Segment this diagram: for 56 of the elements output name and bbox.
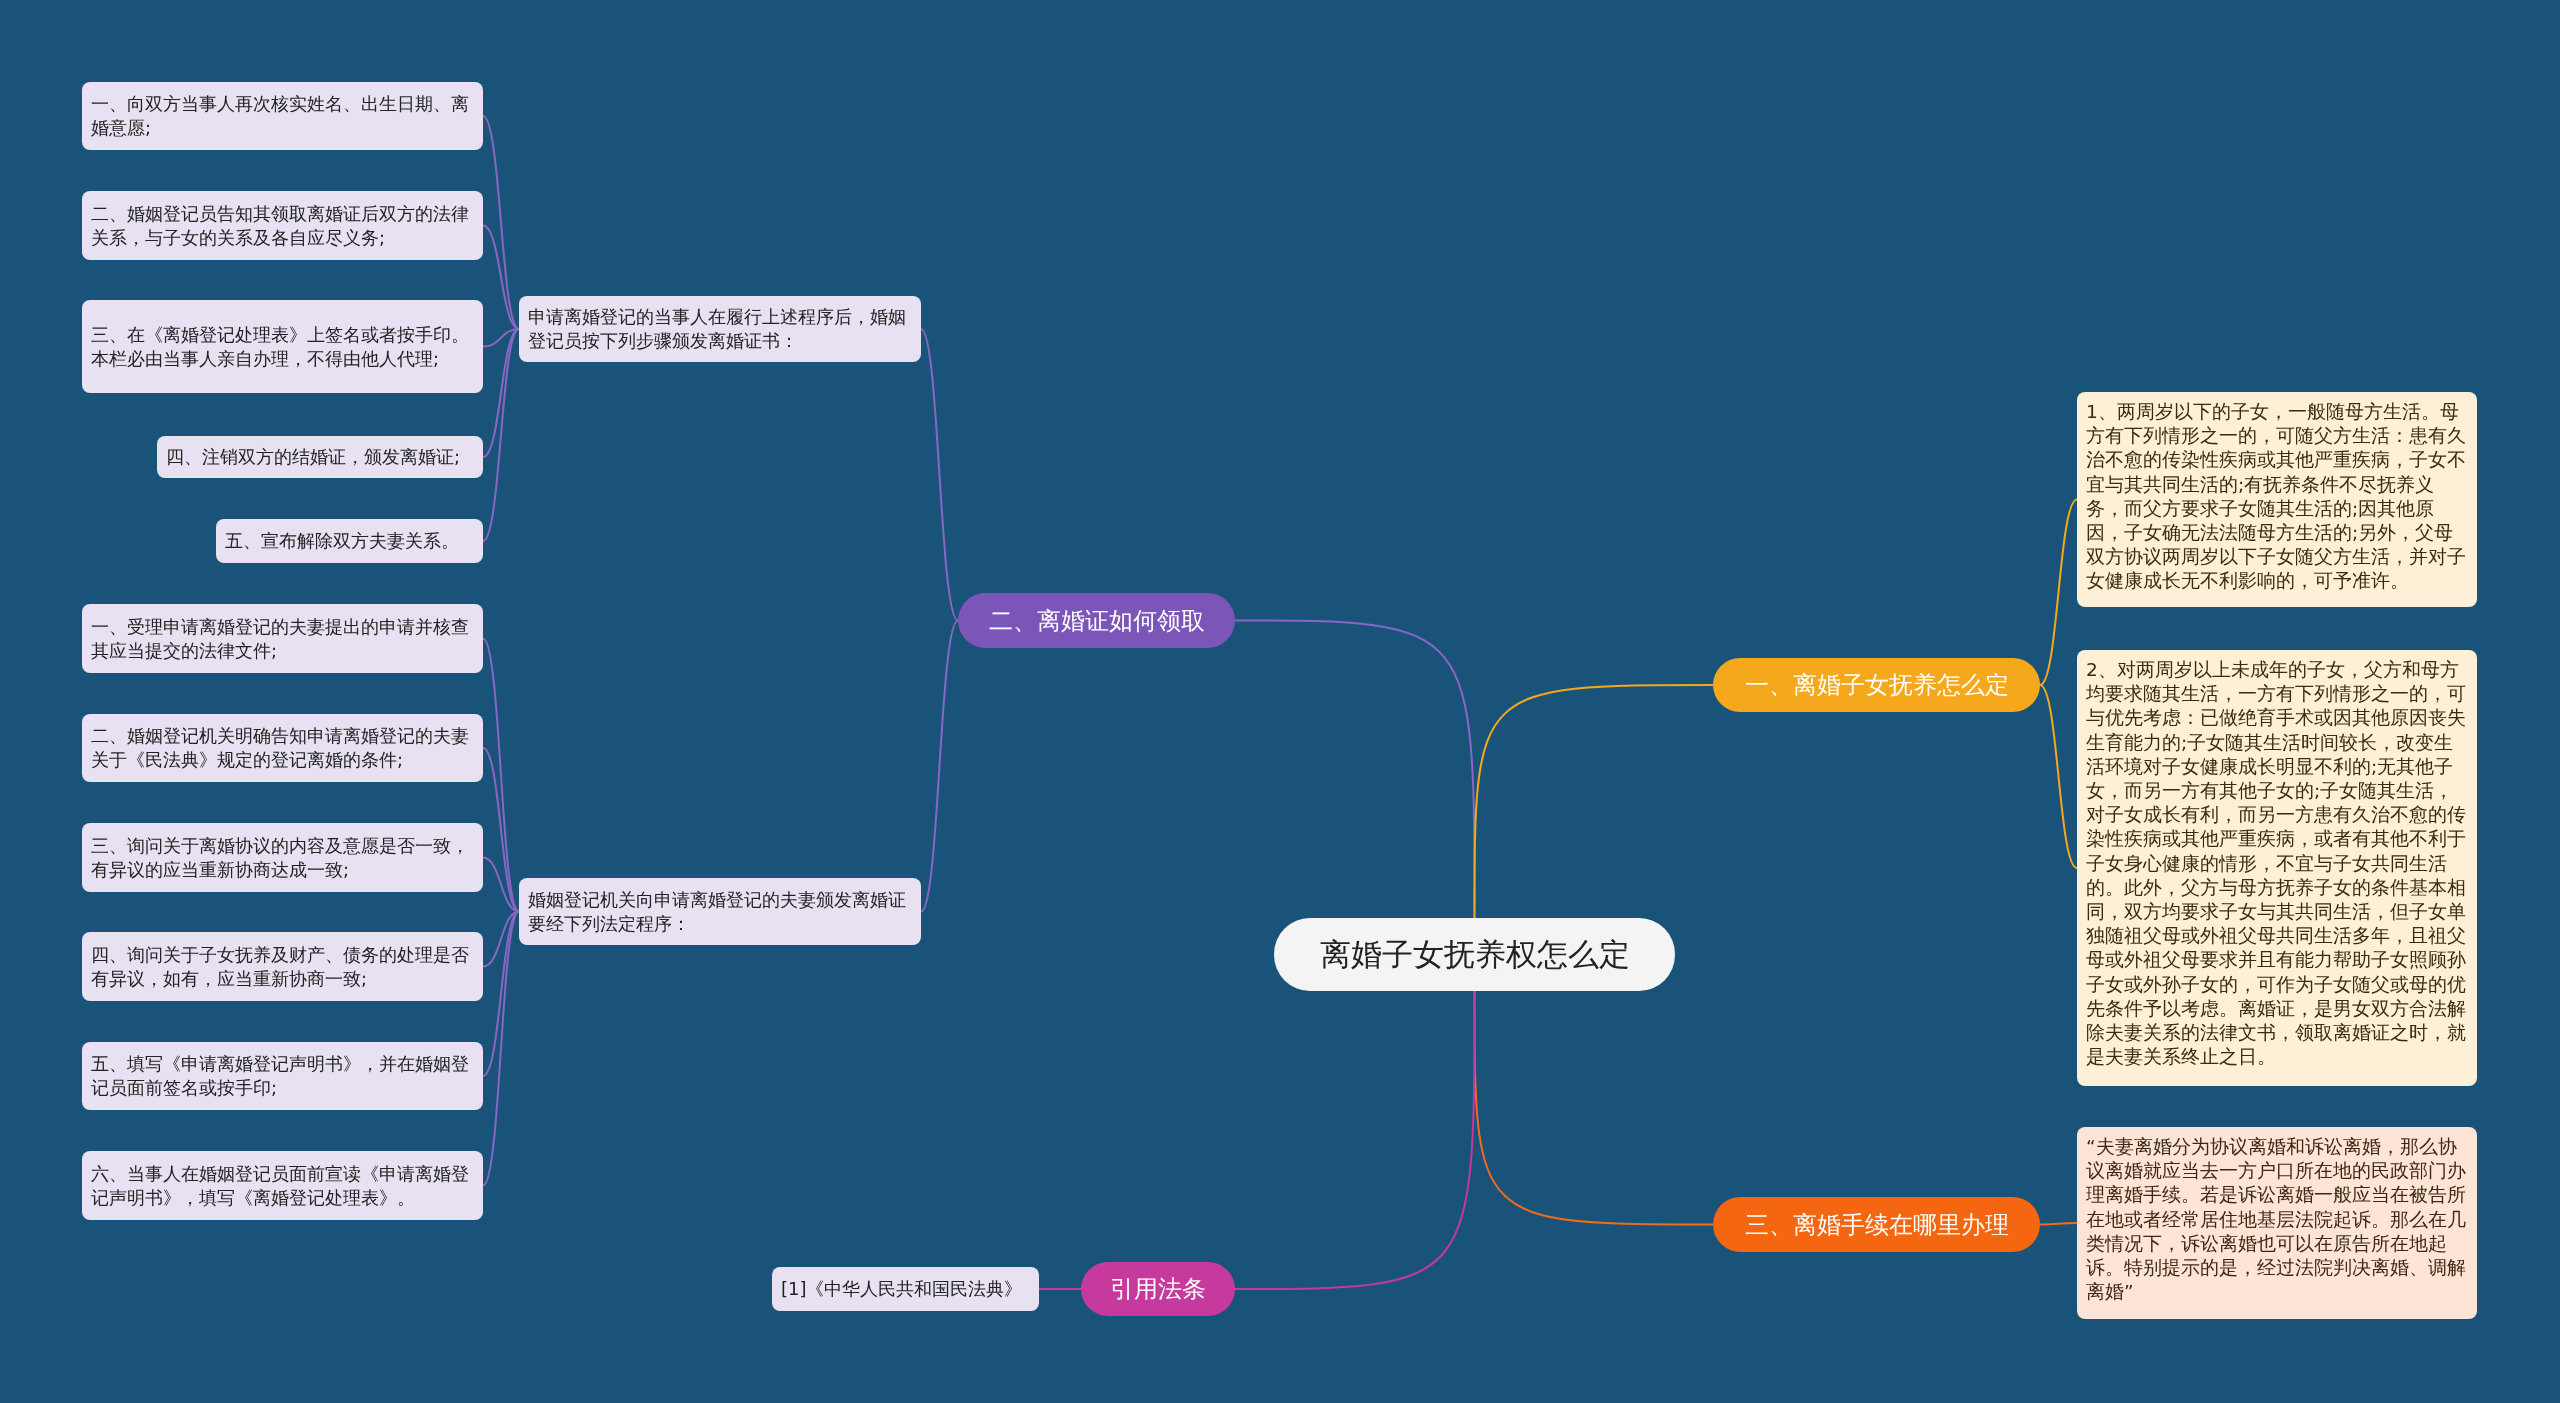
note-text: 四、询问关于子女抚养及财产、债务的处理是否有异议，如有，应当重新协商一致;: [91, 942, 470, 991]
note-text: 二、婚姻登记员告知其领取离婚证后双方的法律关系，与子女的关系及各自应尽义务;: [91, 201, 470, 250]
subtopic-box: [519, 296, 921, 362]
topic-text: 离婚子女抚养权怎么定: [1318, 934, 1631, 974]
topic-text: 引用法条: [1109, 1274, 1207, 1305]
note-text: 一、受理申请离婚登记的夫妻提出的申请并核查其应当提交的法律文件;: [91, 614, 470, 663]
note-text: 三、在《离婚登记处理表》上签名或者按手印。本栏必由当事人亲自办理，不得由他人代理;: [91, 322, 470, 371]
connector-line: [482, 224, 520, 330]
connector-line: [920, 619, 959, 913]
connector-line: [1234, 619, 1476, 919]
connector-line: [482, 910, 520, 1187]
connector-line: [1473, 684, 1714, 919]
connector-line: [1038, 1288, 1082, 1290]
note-text: 六、当事人在婚姻登记员面前宣读《申请离婚登记声明书》，填写《离婚登记处理表》。: [91, 1161, 470, 1210]
note-text: 二、婚姻登记机关明确告知申请离婚登记的夫妻关于《民法典》规定的登记离婚的条件;: [91, 724, 470, 772]
branch-topic: [1713, 658, 2040, 712]
connector-line: [920, 328, 959, 622]
connector-line: [482, 747, 520, 913]
note-text: 五、宣布解除双方夫妻关系。: [225, 529, 460, 553]
leaf-box: [82, 1042, 483, 1110]
note-text: 三、询问关于离婚协议的内容及意愿是否一致，有异议的应当重新协商达成一致;: [91, 833, 470, 882]
leaf-box: [772, 1267, 1039, 1311]
note-text: 婚姻登记机关向申请离婚登记的夫妻颁发离婚证要经下列法定程序：: [528, 887, 907, 936]
topic-text: 一、离婚子女抚养怎么定: [1743, 670, 2010, 701]
leaf-box: [82, 714, 483, 782]
connector-line: [1234, 990, 1476, 1290]
note-text: 申请离婚登记的当事人在履行上述程序后，婚姻登记员按下列步骤颁发离婚证书：: [528, 305, 907, 353]
connector-line: [482, 115, 520, 330]
subtopic-box: [519, 878, 921, 945]
connector-line: [482, 328, 520, 542]
connector-line: [2039, 498, 2078, 686]
connector-line: [2039, 1222, 2078, 1226]
note-text: 1、两周岁以下的子女，一般随母方生活。母方有下列情形之一的，可随父方生活：患有久治不愈的传染性疾病或其他严重疾病，子女不宜与其共同生活的;有抚养条件不尽抚养义务，而父方要求子女随其生活的;因其他原因，子女确无法法随母方生活的;另外，父母双方协议两周岁以下子女随父方生活，并对子女健康成长无不利影响的，可予准许。: [2086, 400, 2467, 594]
leaf-box: [82, 191, 483, 260]
leaf-box: [82, 1151, 483, 1220]
leaf-box: [157, 436, 483, 478]
leaf-box: [216, 519, 483, 563]
leaf-box: [82, 82, 483, 150]
leaf-box: [82, 932, 483, 1001]
leaf-box: [82, 300, 483, 393]
topic-text: 三、离婚手续在哪里办理: [1743, 1209, 2010, 1241]
note-text: 一、向双方当事人再次核实姓名、出生日期、离婚意愿;: [91, 92, 470, 140]
connector-line: [1473, 990, 1714, 1226]
connector-line: [2039, 684, 2078, 869]
note-text: 2、对两周岁以上未成年的子女，父方和母方均要求随其生活，一方有下列情形之一的，可与优先考虑：已做绝育手术或因其他原因丧失生育能力的;子女随其生活时间较长，改变生活环境对子女健康成长明显不利的;无其他子女，而另一方有其他子女的;子女随其生活，对子女成长有利，而另一方患有久治不愈的传染性疾病或其他严重疾病，或者有其他不利于子女身心健康的情形，不宜与子女共同生活的。此外，父方与母方抚养子女的条件基本相同，双方均要求子女与其共同生活，但子女单独随祖父母或外祖父母共同生活多年，且祖父母或外祖父母要求并且有能力帮助子女照顾孙子女或外孙子女的，可作为子女随父或母的优先条件予以考虑。离婚证，是男女双方合法解除夫妻关系的法律文书，领取离婚证之时，就是夫妻关系终止之日。: [2086, 658, 2467, 1070]
note-text: 四、注销双方的结婚证，颁发离婚证;: [166, 445, 462, 469]
topic-text: 二、离婚证如何领取: [987, 605, 1206, 637]
leaf-box: [82, 823, 483, 892]
branch-topic: [958, 593, 1235, 648]
note-text: [1]《中华人民共和国民法典》: [781, 1277, 1024, 1301]
branch-topic: [1081, 1262, 1235, 1316]
note-box: [2077, 1127, 2477, 1319]
note-text: 五、填写《申请离婚登记声明书》，并在婚姻登记员面前签名或按手印;: [91, 1052, 470, 1100]
leaf-box: [82, 604, 483, 673]
note-text: “夫妻离婚分为协议离婚和诉讼离婚，那么协议离婚就应当去一方户口所在地的民政部门办理离婚手续。若是诉讼离婚一般应当在被告所在地或者经常居住地基层法院起诉。那么在几类情况下，诉讼离婚也可以在原告所在地起诉。特别提示的是，经过法院判决离婚、调解离婚”: [2086, 1135, 2467, 1305]
branch-topic: [1713, 1197, 2040, 1252]
